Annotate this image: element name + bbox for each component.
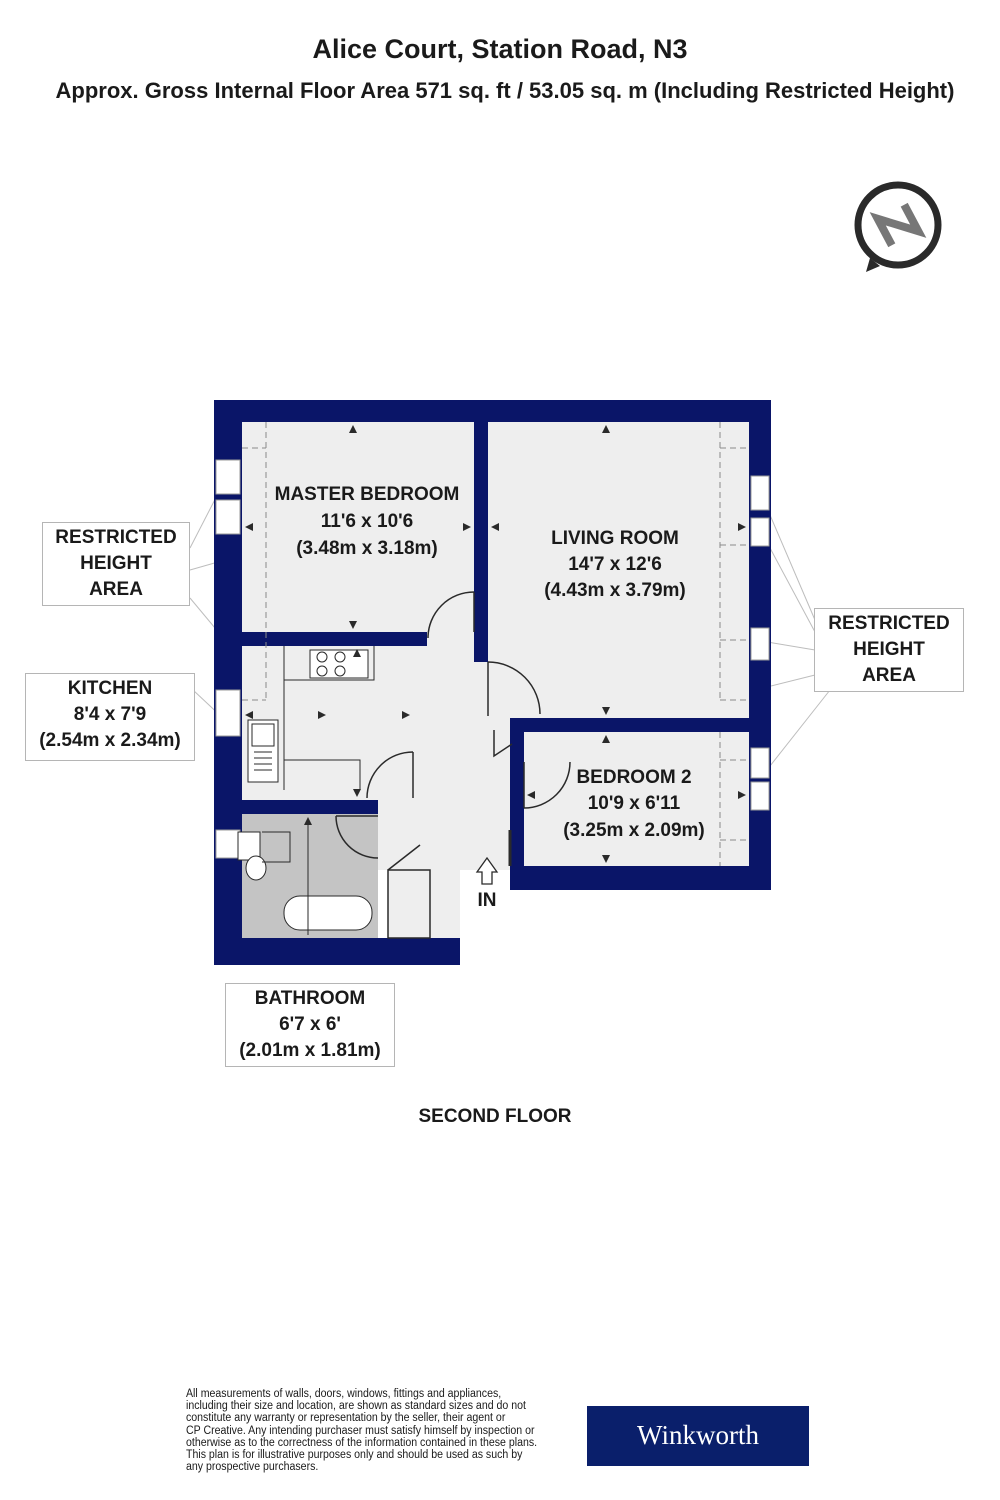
- bathroom-fittings: [237, 831, 373, 931]
- room-size-imperial: 11'6 x 10'6: [321, 511, 414, 532]
- disclaimer: All measurements of walls, doors, window…: [186, 1388, 538, 1474]
- kitchen-callout: KITCHEN 8'4 x 7'9 (2.54m x 2.34m): [25, 673, 195, 761]
- entrance-arrow-icon: [475, 856, 499, 885]
- entrance-label: IN: [478, 890, 497, 911]
- floor-plan: IN MASTER BEDROOM 11'6 x 10'6 (3.48m x 3…: [189, 181, 942, 965]
- restricted-height-callout-left: RESTRICTED HEIGHT AREA: [42, 522, 190, 606]
- room-living-room: LIVING ROOM 14'7 x 12'6 (4.43m x 3.79m): [544, 528, 686, 601]
- room-master-bedroom: MASTER BEDROOM 11'6 x 10'6 (3.48m x 3.18…: [275, 484, 460, 559]
- restricted-height-zones: [242, 422, 749, 866]
- room-size-metric: (3.25m x 2.09m): [563, 820, 705, 841]
- doors: [335, 591, 571, 871]
- compass-icon: [854, 181, 942, 272]
- room-name: MASTER BEDROOM: [275, 484, 460, 505]
- plan-title: Alice Court, Station Road, N3: [312, 34, 688, 64]
- room-name: BEDROOM 2: [576, 767, 691, 788]
- room-size-imperial: 10'9 x 6'11: [588, 793, 681, 814]
- dimension-arrows: [245, 425, 746, 935]
- kitchen-fittings: [247, 646, 375, 790]
- floor-name: SECOND FLOOR: [418, 1106, 572, 1127]
- floor-area-subtitle: Approx. Gross Internal Floor Area 571 sq…: [55, 78, 955, 103]
- room-size-imperial: 14'7 x 12'6: [568, 554, 662, 575]
- room-bedroom-2: BEDROOM 2 10'9 x 6'11 (3.25m x 2.09m): [563, 767, 705, 841]
- bathroom-callout: BATHROOM 6'7 x 6' (2.01m x 1.81m): [225, 983, 395, 1067]
- room-size-metric: (4.43m x 3.79m): [544, 580, 686, 601]
- windows: [215, 459, 770, 859]
- room-size-metric: (3.48m x 3.18m): [296, 538, 438, 559]
- room-name: LIVING ROOM: [551, 528, 679, 549]
- restricted-height-callout-right: RESTRICTED HEIGHT AREA: [814, 608, 964, 692]
- winkworth-logo: Winkworth: [587, 1406, 809, 1466]
